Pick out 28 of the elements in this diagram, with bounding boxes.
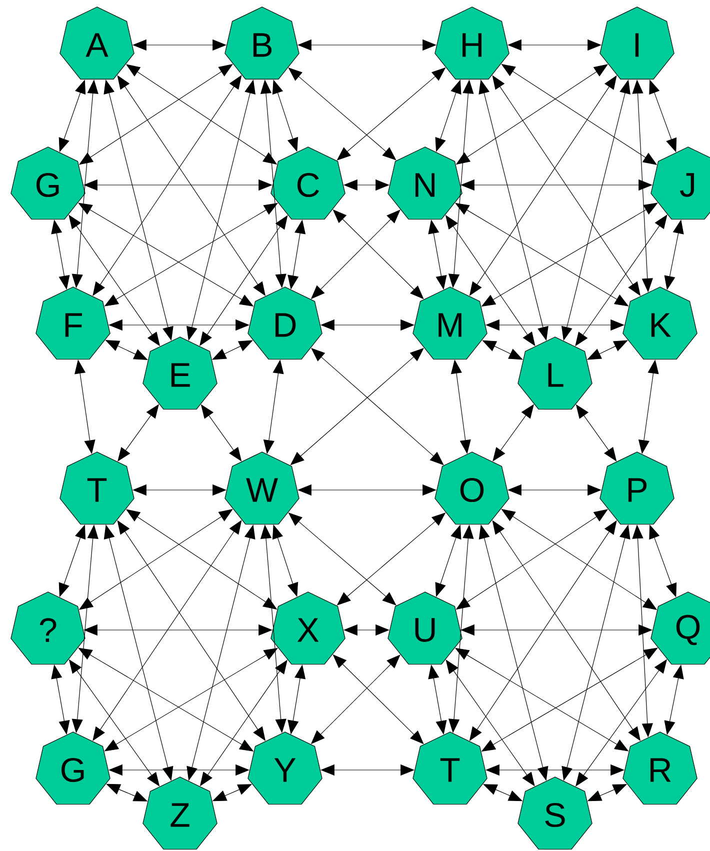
heptagon-node: X [270, 592, 346, 665]
heptagon-node: T [60, 452, 134, 525]
heptagon-node: P [600, 452, 674, 525]
heptagon-node: H [434, 6, 510, 80]
heptagon-node: C [270, 146, 346, 220]
heptagon-node: A [60, 6, 134, 80]
heptagon-node: J [650, 146, 710, 220]
heptagon-node: E [142, 336, 218, 410]
heptagon-node: G [10, 146, 86, 220]
heptagon-node: R [622, 732, 698, 805]
heptagon-node: G [36, 732, 110, 805]
heptagon-node: N [388, 146, 462, 220]
heptagon-node: I [600, 6, 674, 80]
heptagon-node: M [412, 286, 488, 360]
heptagon-node: O [434, 452, 510, 525]
heptagon-node: D [248, 286, 322, 360]
heptagon-node: T [412, 732, 488, 805]
heptagon-node: K [622, 286, 698, 360]
heptagon-node: F [36, 286, 110, 360]
heptagon-node: B [224, 6, 300, 80]
heptagon-node: Y [248, 732, 322, 805]
heptagon-node: Q [650, 592, 710, 665]
heptagon-node: L [518, 336, 592, 410]
heptagon-node: W [224, 452, 300, 525]
heptagon-node: ? [10, 592, 86, 665]
heptagon-node: S [518, 776, 592, 850]
heptagon-node: Z [142, 776, 218, 850]
heptagon-node: U [388, 592, 462, 665]
